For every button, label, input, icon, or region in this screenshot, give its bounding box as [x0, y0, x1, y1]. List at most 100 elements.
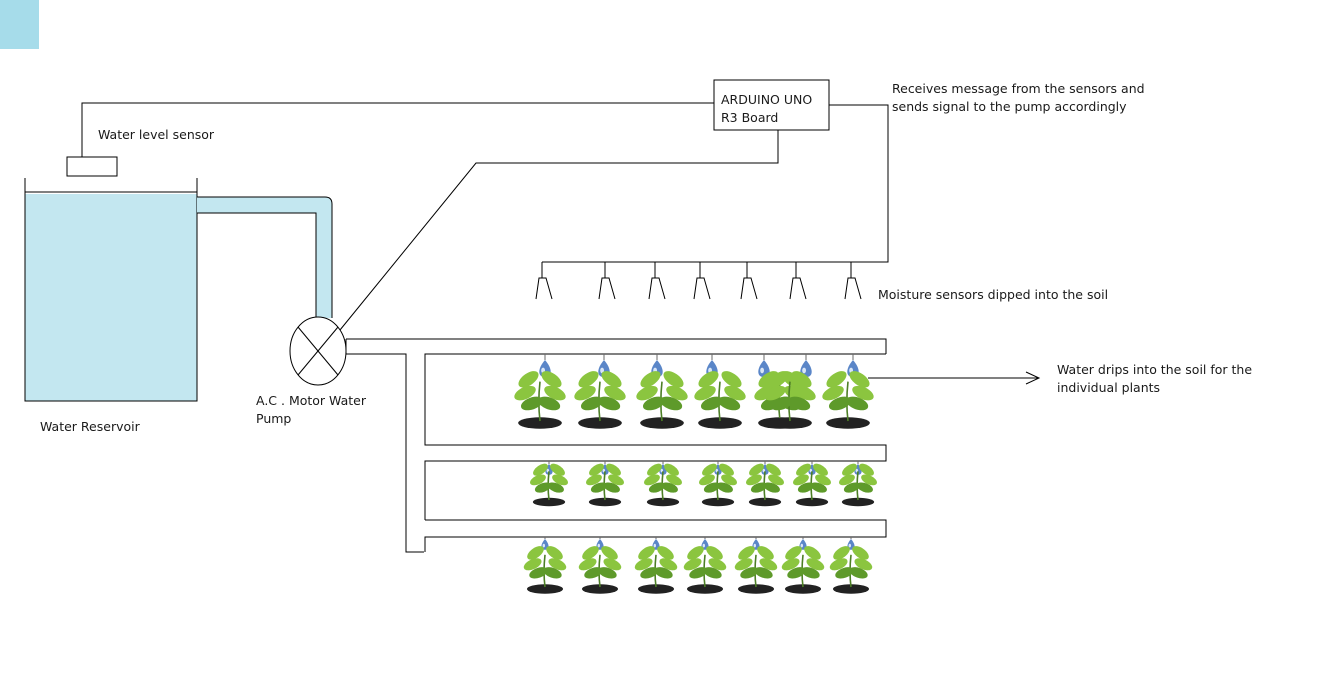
- soil-mound: [526, 584, 564, 594]
- plant-leaf: [721, 371, 742, 388]
- row-2-pipe: [424, 519, 887, 552]
- plant-leaf: [543, 567, 562, 579]
- soil-mound: [795, 497, 829, 507]
- plant-leaf: [529, 567, 548, 579]
- arduino-label-line-2: R3 Board: [721, 110, 778, 125]
- drop-highlight: [753, 543, 756, 548]
- plant-leaf: [793, 474, 809, 486]
- plant-leaf: [703, 567, 722, 579]
- water-level-sensor-box: [66, 156, 118, 177]
- plant-icon: [793, 463, 831, 507]
- drop-highlight: [760, 367, 764, 374]
- plant-leaf: [584, 567, 603, 579]
- sensor-probe: [740, 277, 758, 300]
- wire-arduino-to-pump: [339, 130, 779, 331]
- plant-leaf: [638, 546, 655, 560]
- plant-leaf: [683, 558, 702, 571]
- soil-mound: [686, 584, 724, 594]
- plant-leaf: [740, 567, 759, 579]
- plant-leaf: [698, 371, 719, 388]
- drop-highlight: [702, 543, 705, 548]
- plant-leaf: [530, 474, 546, 486]
- soil-mound: [581, 584, 619, 594]
- water-drop-icon: [799, 539, 807, 550]
- plant-leaf: [815, 474, 831, 486]
- plant-leaf: [852, 385, 874, 401]
- moisture-sensor-icon: [740, 262, 758, 300]
- plant-icon: [530, 463, 568, 507]
- plant-icon: [764, 371, 816, 429]
- soil-mound: [578, 417, 622, 429]
- signal-wires: [81, 102, 889, 331]
- plant-leaf: [580, 396, 603, 411]
- pump-label: A.C . Motor Water Pump: [256, 393, 370, 426]
- plant-leaf: [520, 396, 543, 411]
- plant-leaf: [541, 371, 562, 388]
- plant-row-2: [530, 461, 877, 507]
- plant-leaf: [750, 482, 768, 493]
- arrow-icon: [868, 371, 1041, 385]
- plant-leaf: [854, 558, 873, 571]
- pump-icon: [289, 316, 347, 386]
- soil-mound: [588, 497, 622, 507]
- plant-leaf: [552, 474, 568, 486]
- sensor-probe: [844, 277, 862, 300]
- plant-icon: [781, 546, 825, 594]
- water-drop-icon: [596, 539, 604, 550]
- plant-leaf: [822, 385, 844, 401]
- plant-icon: [734, 546, 778, 594]
- plant-leaf: [640, 371, 661, 388]
- plant-leaf: [856, 482, 873, 493]
- tank-icon: [24, 178, 198, 402]
- plant-leaf: [548, 558, 567, 571]
- drop-highlight: [653, 543, 656, 548]
- plant-leaf: [843, 482, 861, 493]
- plant-leaf: [734, 558, 753, 571]
- soil-mound: [737, 584, 775, 594]
- plant-icon: [746, 463, 784, 507]
- plant-leaf: [547, 482, 564, 493]
- plant-leaf: [703, 482, 721, 493]
- soil-mound: [698, 417, 742, 429]
- plant-leaf: [663, 371, 684, 388]
- drop-highlight: [848, 543, 851, 548]
- pump-label-line-1: A.C . Motor Water: [256, 393, 367, 408]
- plant-leaf: [533, 463, 548, 476]
- plant-leaf: [527, 546, 544, 560]
- plant-icon: [523, 546, 567, 594]
- plant-leaf: [849, 567, 868, 579]
- plant-leaf: [826, 371, 847, 388]
- plant-leaf: [590, 482, 608, 493]
- plant-leaf: [813, 463, 828, 476]
- reservoir-water: [25, 194, 197, 401]
- plant-leaf: [806, 558, 825, 571]
- plant-leaf: [721, 474, 737, 486]
- drop-highlight: [542, 543, 545, 548]
- soil-mound: [640, 417, 684, 429]
- plant-leaf: [859, 463, 874, 476]
- main-pipe-inner: [346, 353, 424, 553]
- plant-leaf: [642, 396, 665, 411]
- plant-icon: [822, 371, 874, 429]
- plant-leaf: [687, 546, 704, 560]
- plant-leaf: [758, 371, 779, 388]
- plant-leaf: [846, 396, 869, 411]
- arduino-board: [713, 79, 830, 131]
- plant-leaf: [648, 482, 666, 493]
- plant-icon: [636, 371, 688, 429]
- plant-leaf: [781, 558, 800, 571]
- plant-icon: [578, 546, 622, 594]
- water-drop-icon: [800, 360, 812, 378]
- plant-leaf: [664, 463, 679, 476]
- water-drop-icon: [752, 539, 760, 550]
- plant-icon: [699, 463, 737, 507]
- plant-leaf: [666, 385, 688, 401]
- plant-leaf: [849, 371, 870, 388]
- water-drop-icon: [652, 539, 660, 550]
- moisture-sensor-icon: [648, 262, 666, 300]
- plant-icon: [829, 546, 873, 594]
- plant-leaf: [749, 463, 764, 476]
- plant-icon: [694, 371, 746, 429]
- plant-leaf: [839, 474, 855, 486]
- plant-leaf: [514, 385, 536, 401]
